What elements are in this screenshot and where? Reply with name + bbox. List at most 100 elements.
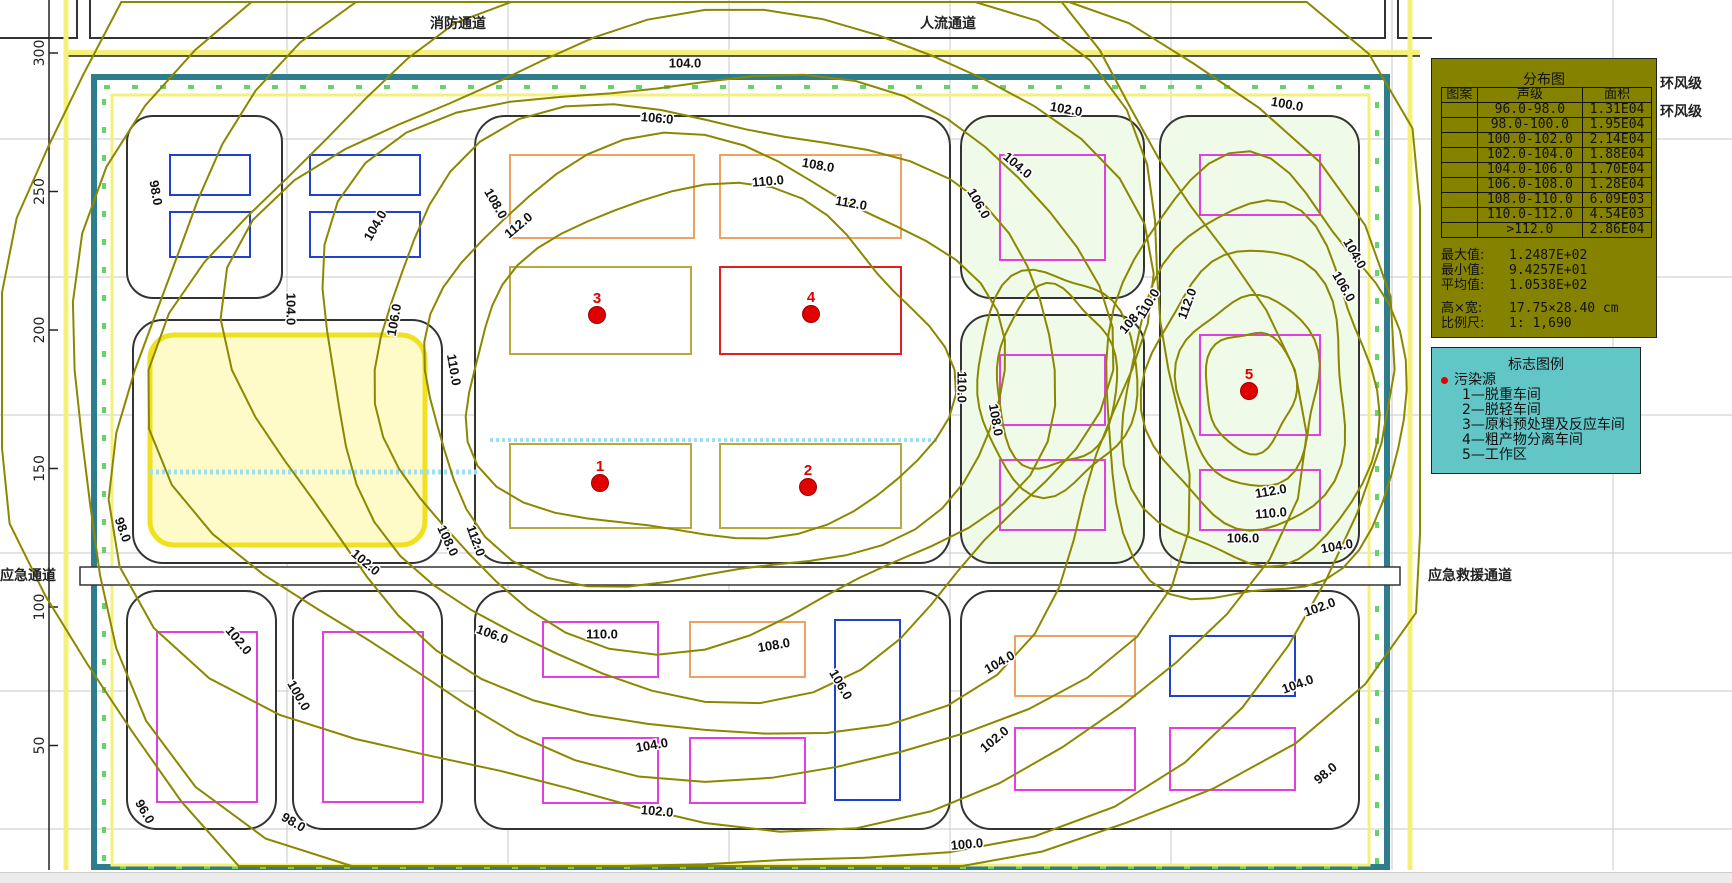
source-number: 5	[1245, 366, 1253, 383]
source-number: 1	[596, 458, 604, 475]
block	[126, 590, 277, 830]
source-marker-1[interactable]	[591, 474, 609, 492]
area: 1.70E04	[1581, 162, 1653, 178]
road-label-edge-2: 环风级	[1660, 103, 1703, 120]
sound-level: >112.0	[1476, 222, 1583, 238]
legend-item: 2—脱轻车间	[1462, 402, 1541, 418]
building-1	[509, 443, 692, 529]
area: 1.31E04	[1581, 102, 1653, 118]
source-number: 4	[807, 289, 816, 306]
contour-label: 112.0	[1254, 481, 1288, 501]
source-marker-4[interactable]	[802, 305, 820, 323]
building	[542, 737, 659, 804]
contour-lines	[0, 1, 1421, 867]
mark-legend-title: 标志图例	[1508, 357, 1564, 373]
building-4	[719, 266, 902, 355]
legend-item: 4—粗产物分离车间	[1462, 432, 1583, 448]
building	[719, 154, 902, 239]
building	[1014, 727, 1136, 791]
building	[169, 154, 251, 196]
top-road-outline	[0, 0, 1432, 39]
horizontal-scrollbar[interactable]	[0, 872, 1732, 883]
contour-label: 104.0	[669, 55, 702, 70]
pattern-swatch	[1441, 117, 1478, 133]
road-label-left: 应急通道	[0, 567, 56, 584]
road-label-pedestrian: 人流通道	[920, 15, 976, 32]
size-row: 高×宽:17.75×28.40 cm	[1441, 301, 1656, 316]
scale-row: 比例尺:1: 1,690	[1441, 316, 1656, 331]
pattern-swatch	[1441, 177, 1478, 193]
area: 4.54E03	[1581, 207, 1653, 223]
sound-level: 98.0-100.0	[1476, 117, 1583, 133]
avg-row: 平均值:1.0538E+02	[1441, 278, 1656, 293]
pattern-swatch	[1441, 147, 1478, 163]
contour-label: 110.0	[1254, 504, 1287, 522]
header-level: 声级	[1476, 87, 1583, 103]
distribution-title: 分布图	[1523, 72, 1565, 88]
sound-level: 108.0-110.0	[1476, 192, 1583, 208]
contour-label: 100.0	[1270, 94, 1305, 114]
contour-label: 98.0	[146, 179, 165, 207]
y-tick-label: 200	[32, 317, 48, 344]
block	[126, 115, 283, 299]
contour-label: 106.0	[1227, 530, 1260, 545]
area: 1.95E04	[1581, 117, 1653, 133]
source-marker-5[interactable]	[1240, 382, 1258, 400]
contour-label: 108.0	[986, 402, 1006, 437]
building	[999, 154, 1106, 261]
source-marker-2[interactable]	[799, 478, 817, 496]
contour-label: 102.0	[1049, 99, 1084, 119]
sound-level: 102.0-104.0	[1476, 147, 1583, 163]
contour-line	[976, 268, 1139, 500]
building	[156, 631, 258, 803]
size-value: 17.75×28.40 cm	[1509, 301, 1619, 316]
contour-label: 110.0	[444, 353, 464, 387]
contour-label: 108.0	[756, 635, 791, 655]
area: 2.14E04	[1581, 132, 1653, 148]
building	[1169, 727, 1296, 791]
contour-line	[1105, 150, 1408, 601]
y-tick-label: 250	[32, 178, 48, 205]
contour-label: 110.0	[751, 172, 784, 190]
building	[999, 459, 1106, 531]
contour-line	[423, 131, 1006, 588]
building-5	[1199, 334, 1321, 436]
block	[960, 590, 1360, 830]
source-number: 2	[804, 462, 812, 479]
site-blocks	[126, 115, 1360, 830]
mark-legend: 标志图例 污染源 1—脱重车间 2—脱轻车间 3—原料预处理及反应车间 4—粗产…	[1431, 347, 1641, 474]
contour-label: 108.0	[801, 155, 836, 175]
building	[1169, 635, 1296, 697]
y-tick-label: 300	[32, 40, 48, 67]
area: 6.09E03	[1581, 192, 1653, 208]
pattern-swatch	[1441, 132, 1478, 148]
building	[322, 631, 424, 803]
contour-label: 100.0	[950, 835, 984, 853]
building-3	[509, 266, 692, 355]
pattern-swatch	[1441, 162, 1478, 178]
scale-value: 1: 1,690	[1509, 316, 1572, 331]
legend-item: 3—原料预处理及反应车间	[1462, 417, 1625, 433]
area: 1.88E04	[1581, 147, 1653, 163]
building	[309, 211, 421, 258]
contour-line	[219, 8, 1155, 735]
building	[542, 621, 659, 678]
min-value: 9.4257E+01	[1509, 263, 1588, 278]
road-label-fire-lane: 消防通道	[430, 15, 486, 32]
pattern-swatch	[1441, 102, 1478, 118]
max-value: 1.2487E+02	[1509, 248, 1588, 263]
contour-label: 106.0	[640, 109, 674, 127]
block	[474, 115, 951, 564]
source-marker-3[interactable]	[588, 306, 606, 324]
building	[689, 737, 806, 804]
